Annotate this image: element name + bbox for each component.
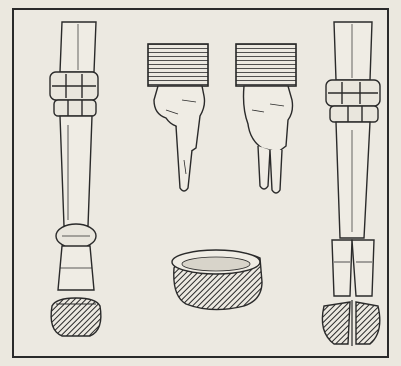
hoof-cup-icon (172, 250, 262, 310)
pointing-hand-icon (148, 44, 208, 191)
cloven-hoof-leg-skeleton-icon (322, 22, 380, 346)
horse-leg-skeleton-icon (50, 22, 101, 336)
two-finger-hand-icon (236, 44, 296, 193)
